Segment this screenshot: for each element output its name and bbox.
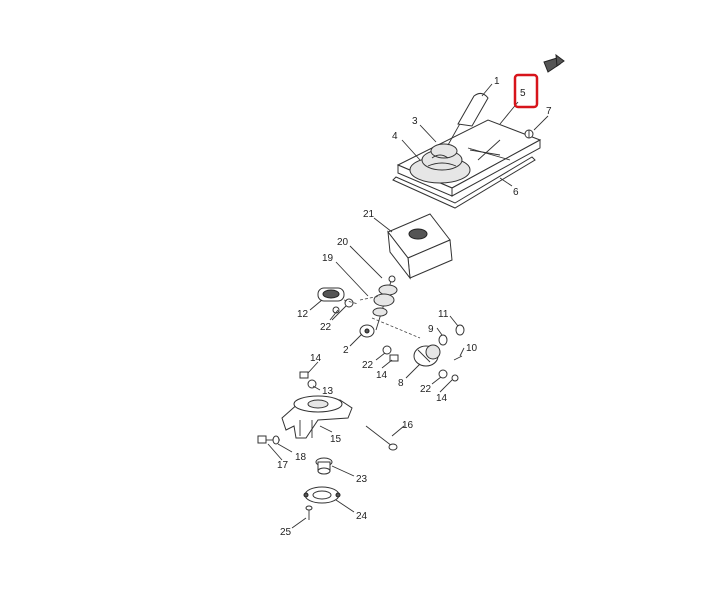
assembly-guide-line (359, 295, 381, 301)
nut-22-left (332, 298, 354, 314)
assembly-guide-line (343, 299, 359, 305)
shift-lever-knob (447, 92, 489, 146)
bolt-16 (365, 425, 398, 451)
bracket-12 (317, 287, 345, 302)
lever-shaft (372, 275, 398, 331)
callout-18[interactable]: 18 (295, 452, 307, 463)
callout-2[interactable]: 2 (343, 345, 349, 356)
gasket-24 (303, 486, 341, 504)
highlight-box[interactable] (513, 73, 539, 109)
callout-4[interactable]: 4 (392, 131, 398, 142)
bolt-7 (524, 129, 534, 139)
plug-23 (315, 457, 333, 475)
page-arrow-icon[interactable] (543, 53, 565, 73)
callout-14a[interactable]: 14 (310, 353, 322, 364)
pin-10 (453, 355, 463, 361)
callout-13[interactable]: 13 (322, 386, 334, 397)
callout-14b[interactable]: 14 (376, 370, 388, 381)
callout-15[interactable]: 15 (330, 434, 342, 445)
shift-housing-15 (281, 395, 353, 439)
shift-fork-8 (413, 344, 441, 367)
callout-16[interactable]: 16 (402, 420, 414, 431)
callout-5[interactable]: 5 (520, 88, 526, 99)
bushing-11 (455, 324, 465, 336)
callout-22c[interactable]: 22 (420, 384, 432, 395)
callout-7[interactable]: 7 (546, 106, 552, 117)
callout-17[interactable]: 17 (277, 460, 289, 471)
screw-25 (305, 505, 313, 520)
shifter-cover (387, 213, 453, 280)
callout-6[interactable]: 6 (513, 187, 519, 198)
callout-3[interactable]: 3 (412, 116, 418, 127)
shift-boot (409, 143, 471, 184)
callout-10[interactable]: 10 (466, 343, 478, 354)
nut-22-mid (382, 345, 399, 362)
callout-8[interactable]: 8 (398, 378, 404, 389)
callout-9[interactable]: 9 (428, 324, 434, 335)
callout-14c[interactable]: 14 (436, 393, 448, 404)
callout-23[interactable]: 23 (356, 474, 368, 485)
pivot-block-2 (359, 324, 375, 338)
leader-lines (267, 83, 549, 529)
callout-12[interactable]: 12 (297, 309, 309, 320)
callout-11[interactable]: 11 (438, 309, 449, 320)
callout-1[interactable]: 1 (494, 76, 500, 87)
nut-22-right (438, 369, 459, 382)
washer-18 (272, 435, 280, 445)
callout-21[interactable]: 21 (363, 209, 375, 220)
callout-22b[interactable]: 22 (362, 360, 374, 371)
callout-20[interactable]: 20 (337, 237, 349, 248)
callout-19[interactable]: 19 (322, 253, 334, 264)
assembly-guide-line (371, 317, 421, 339)
callout-24[interactable]: 24 (356, 511, 368, 522)
callout-22a[interactable]: 22 (320, 322, 332, 333)
callout-25[interactable]: 25 (280, 527, 292, 538)
washer-9 (438, 334, 448, 346)
bolt-13 (299, 371, 317, 389)
